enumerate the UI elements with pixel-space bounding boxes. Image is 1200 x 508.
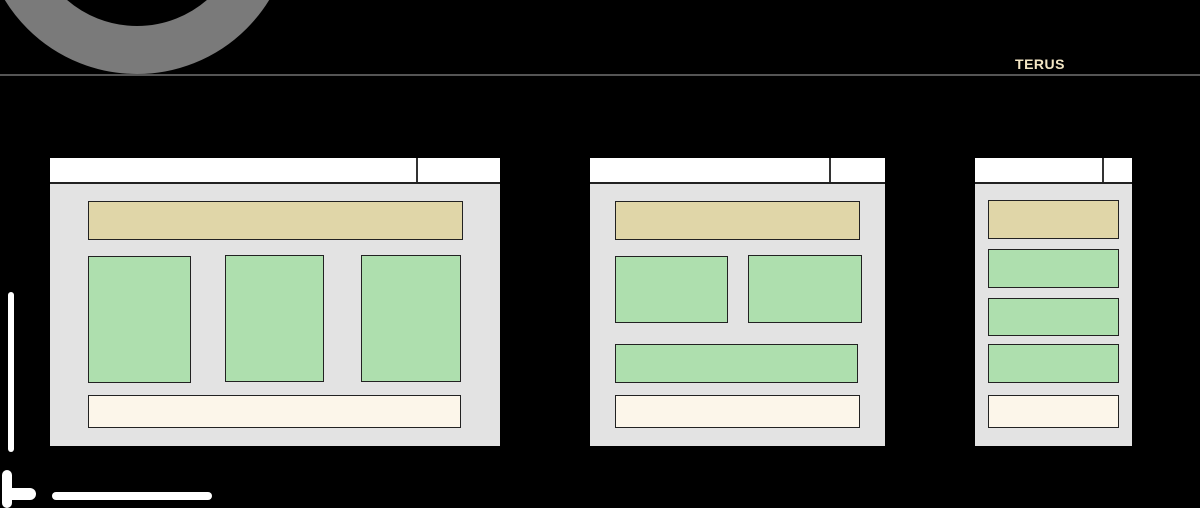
bar-separator xyxy=(1102,158,1104,182)
mobile-footer-block xyxy=(988,395,1119,428)
mobile-card-3 xyxy=(988,344,1119,383)
tablet-card-1 xyxy=(615,256,728,323)
decorative-arc xyxy=(0,0,292,74)
top-label: TERUS xyxy=(1015,56,1065,72)
desktop-footer-block xyxy=(88,395,461,428)
tablet-card-wide xyxy=(615,344,858,383)
mobile-frame xyxy=(975,158,1132,446)
decorative-stroke xyxy=(2,488,36,500)
desktop-card-2 xyxy=(225,255,324,382)
desktop-header-block xyxy=(88,201,463,240)
tablet-frame-bar xyxy=(590,158,885,184)
decorative-vertical-line xyxy=(8,292,14,452)
mobile-frame-bar xyxy=(975,158,1132,184)
bar-separator xyxy=(829,158,831,182)
desktop-card-1 xyxy=(88,256,191,383)
bar-separator xyxy=(416,158,418,182)
mobile-header-block xyxy=(988,200,1119,239)
mobile-card-1 xyxy=(988,249,1119,288)
tablet-card-2 xyxy=(748,255,862,323)
tablet-header-block xyxy=(615,201,860,240)
desktop-frame-bar xyxy=(50,158,500,184)
decorative-horizontal-line xyxy=(52,492,212,500)
tablet-footer-block xyxy=(615,395,860,428)
mobile-card-2 xyxy=(988,298,1119,336)
tablet-frame xyxy=(590,158,885,446)
horizontal-divider xyxy=(0,74,1200,76)
desktop-frame xyxy=(50,158,500,446)
desktop-card-3 xyxy=(361,255,461,382)
